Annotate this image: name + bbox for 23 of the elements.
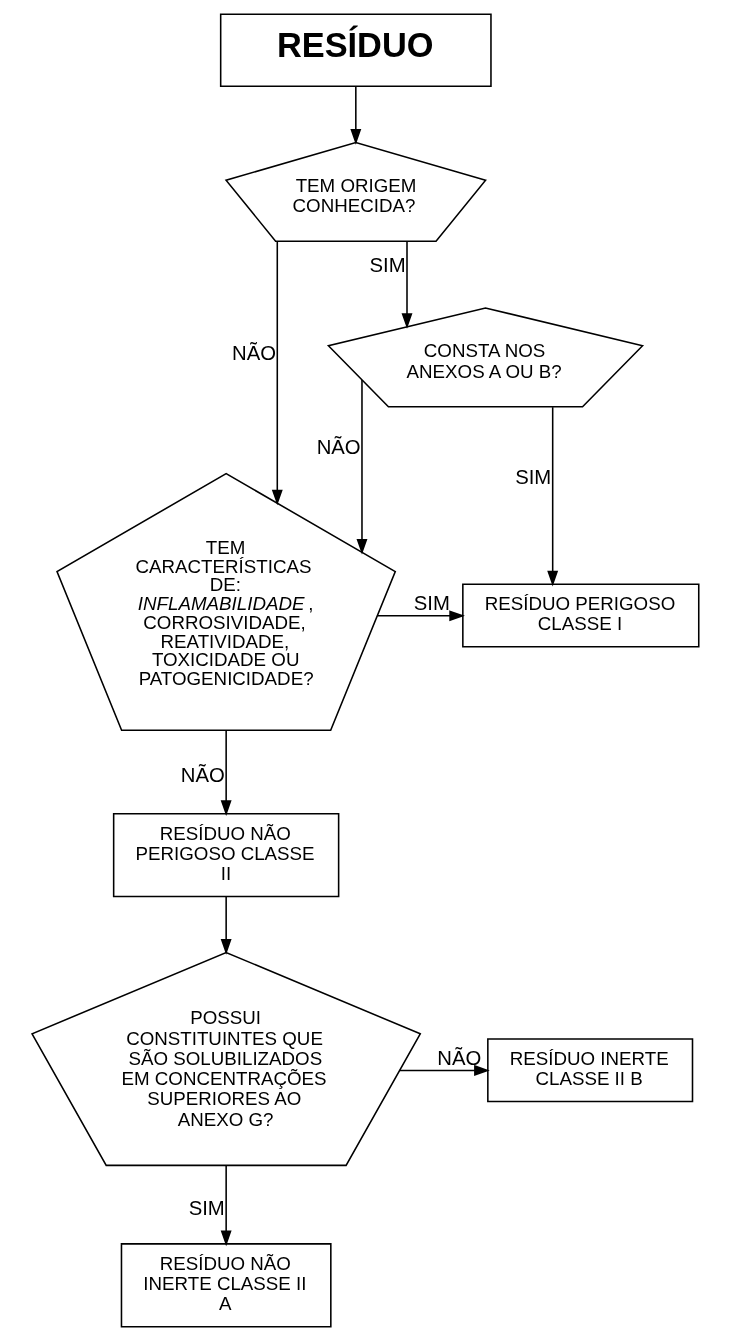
- arrow: [349, 85, 361, 145]
- edge-label: NÃO: [316, 436, 361, 459]
- arrow: [401, 240, 412, 329]
- arrow: [220, 1165, 232, 1247]
- arrow: [376, 610, 465, 622]
- edge-label: SIM: [413, 592, 450, 615]
- arrow: [546, 406, 558, 587]
- node-box: RESÍDUO PERIGOSO CLASSE I: [461, 583, 700, 648]
- node-box: RESÍDUO NÃO PERIGOSO CLASSE II: [112, 812, 339, 898]
- node-box: RESÍDUO: [219, 13, 492, 87]
- arrow: [220, 895, 232, 955]
- edge-label: NÃO: [231, 342, 276, 365]
- arrow: [220, 729, 232, 816]
- edge-label: SIM: [514, 465, 551, 488]
- edge-label: NÃO: [436, 1046, 481, 1069]
- edge-label: NÃO: [180, 763, 225, 786]
- arrow: [271, 240, 283, 506]
- node-box: RESÍDUO NÃO INERTE CLASSE II A: [120, 1243, 332, 1328]
- arrow: [398, 1064, 490, 1076]
- arrow: [356, 379, 367, 555]
- edge-label: SIM: [188, 1196, 225, 1219]
- edge-label: SIM: [369, 254, 406, 277]
- node-box: RESÍDUO INERTE CLASSE II B: [486, 1038, 693, 1103]
